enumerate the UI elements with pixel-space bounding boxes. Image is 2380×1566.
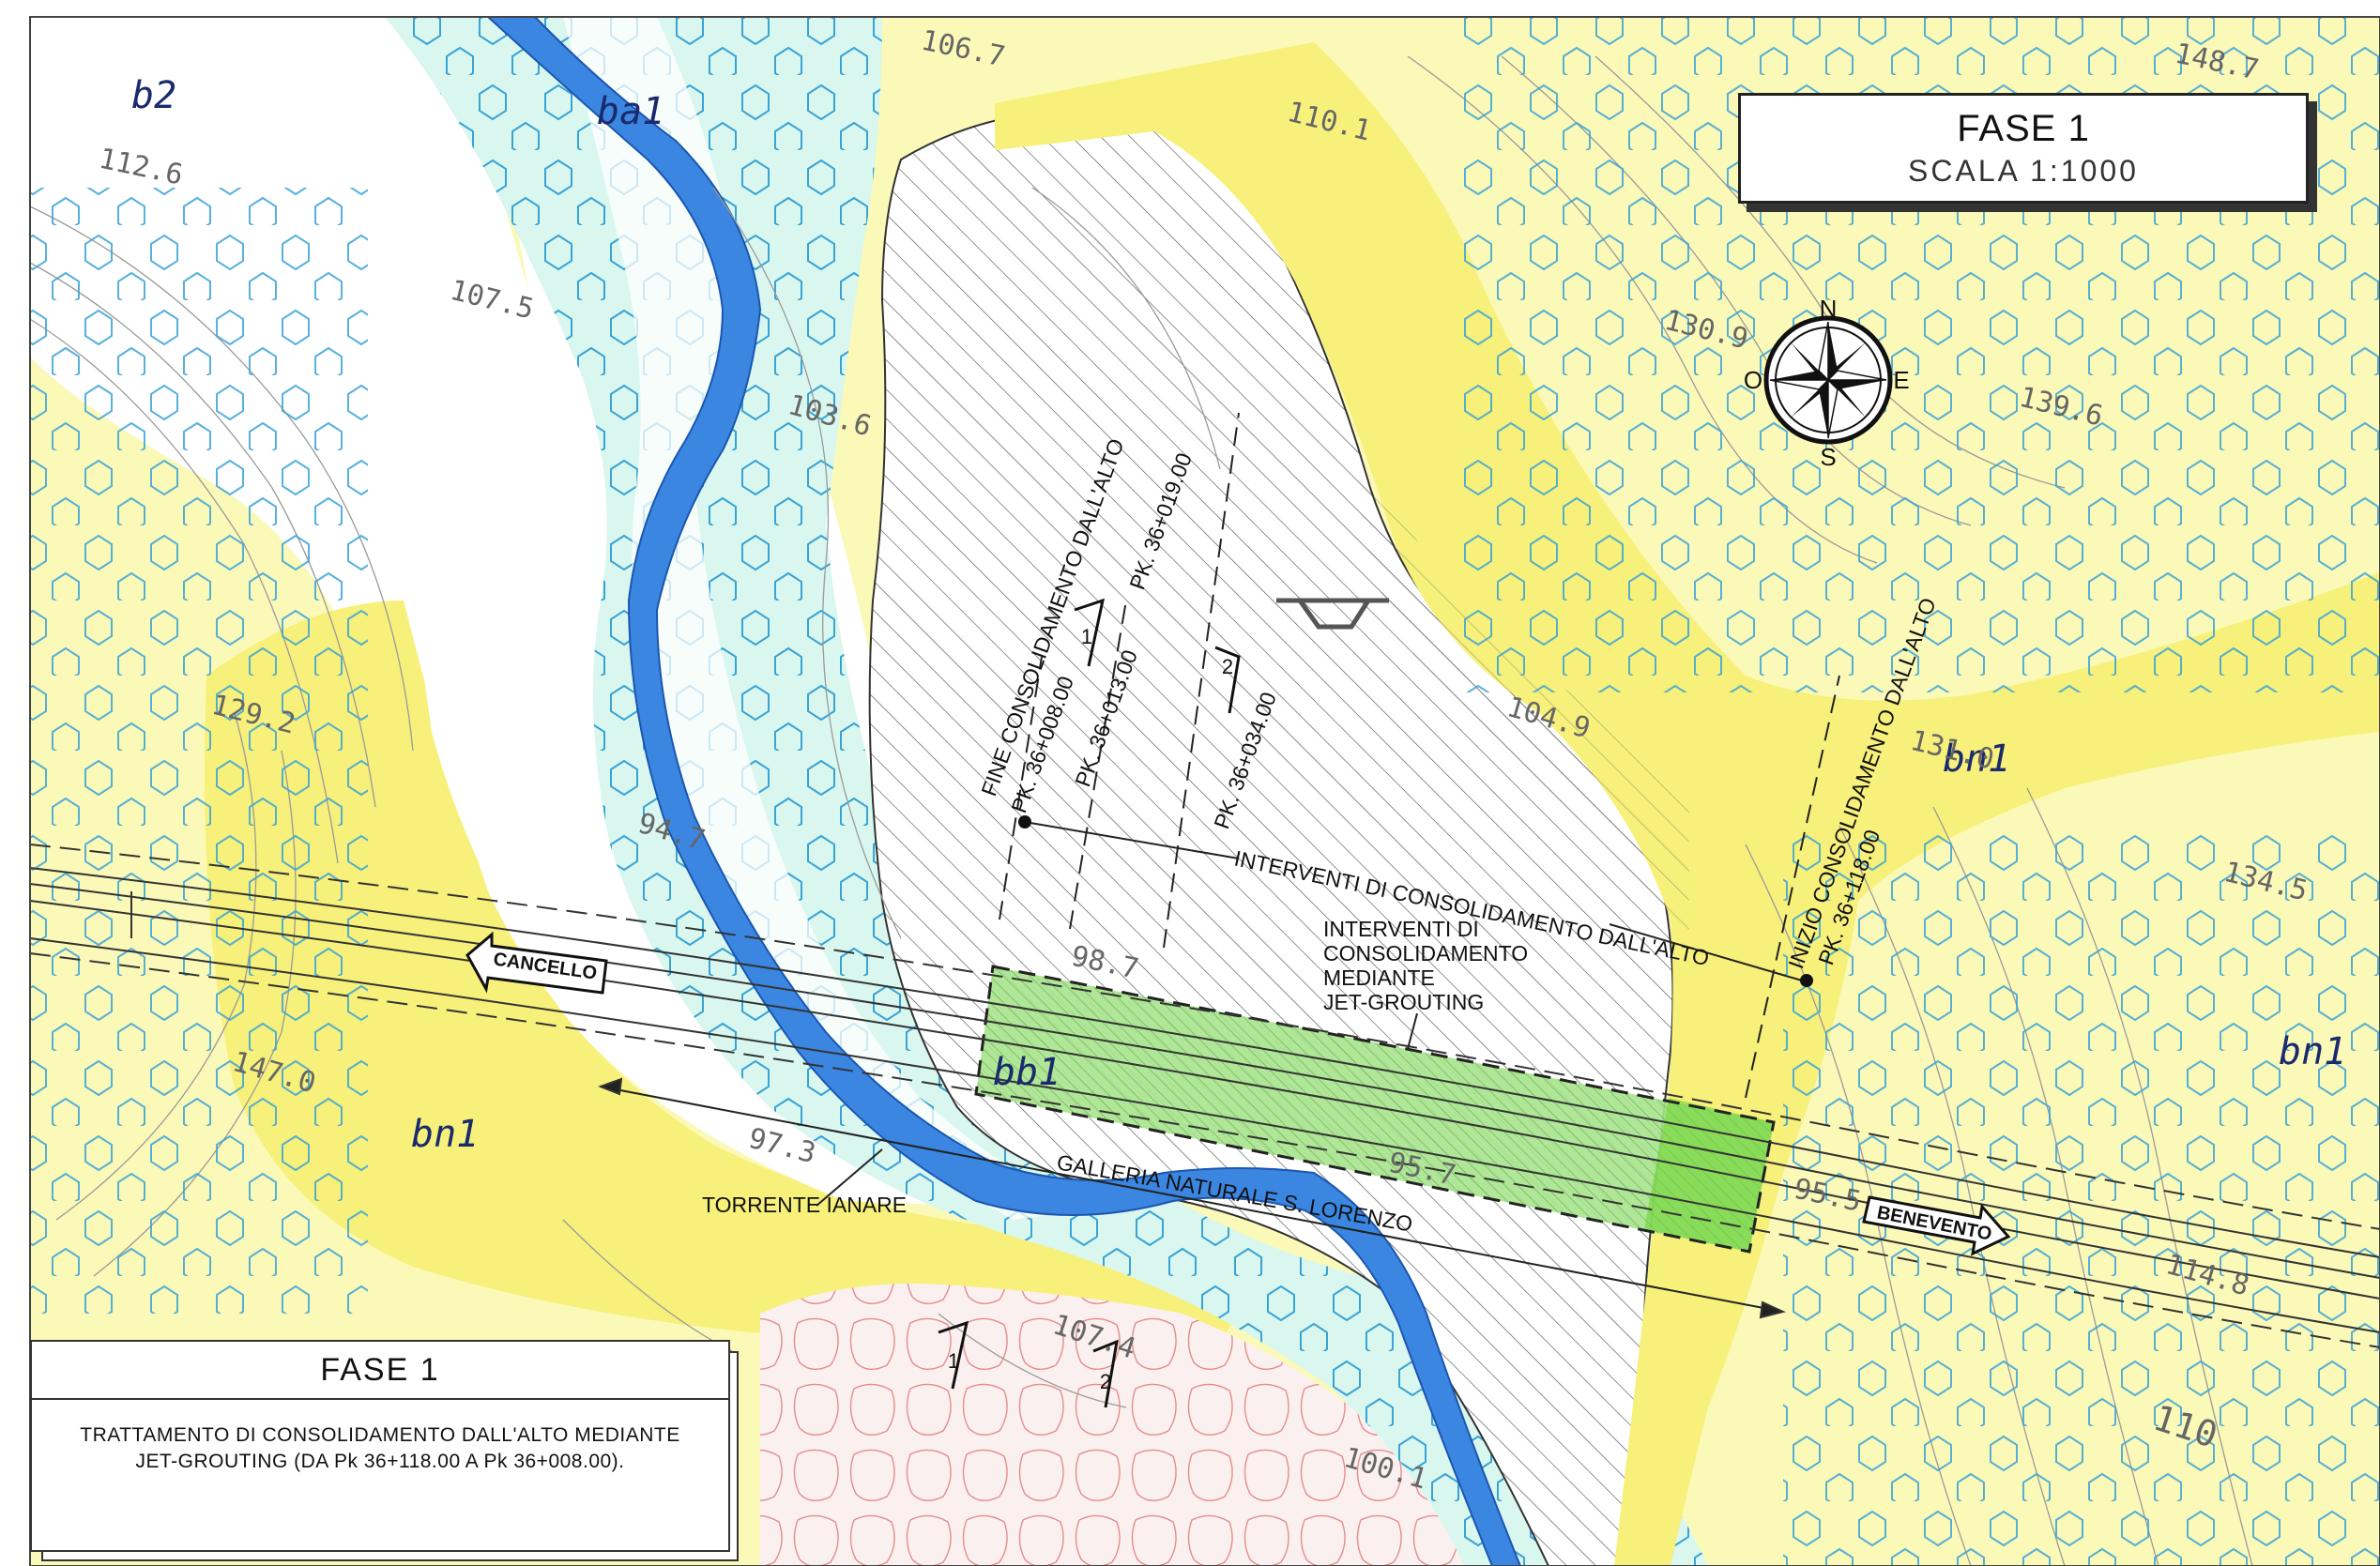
- compass-o-label: O: [1744, 366, 1762, 394]
- compass-e-label: E: [1893, 366, 1909, 394]
- title-phase: FASE 1: [1957, 108, 2090, 149]
- section-markers: [938, 598, 1241, 1408]
- legend-description: TRATTAMENTO DI CONSOLIDAMENTO DALL'ALTO …: [32, 1400, 728, 1475]
- legend-heading: FASE 1: [32, 1342, 728, 1400]
- hex-pattern-left: [30, 188, 368, 1314]
- jet-grouting-line4: JET-GROUTING: [1323, 990, 1484, 1014]
- leader-lines: [816, 412, 1840, 1207]
- jet-grouting-line3: MEDIANTE: [1323, 965, 1435, 990]
- jet-grouting-line1: INTERVENTI DI: [1323, 917, 1479, 941]
- zone-bb1: bb1: [993, 1051, 1060, 1094]
- zone-labels: b2 ba1 bb1 bn1 bn1 bn1: [131, 74, 2346, 1156]
- cancello-direction-arrow: CANCELLO: [465, 931, 608, 995]
- compass-rose-icon: [1763, 315, 1893, 445]
- compass-s-label: S: [1820, 443, 1836, 471]
- hex-pattern-lower-right: [1783, 826, 2380, 1566]
- bn1-zone-left: [205, 601, 1276, 1342]
- jet-grouting-line2: CONSOLIDAMENTO: [1323, 941, 1528, 965]
- zone-bn1-right: bn1: [2279, 1030, 2346, 1073]
- tunnel-alignment: [29, 844, 2380, 1348]
- section-1-label-top: 1: [1081, 625, 1092, 648]
- section-2-label-top: 2: [1222, 655, 1233, 678]
- title-scale: SCALA 1:1000: [1908, 154, 2139, 188]
- zone-b2: b2: [131, 74, 176, 117]
- title-block: FASE 1 SCALA 1:1000: [1738, 93, 2309, 204]
- zone-bn1-left: bn1: [411, 1113, 479, 1156]
- legend-line-1: TRATTAMENTO DI CONSOLIDAMENTO DALL'ALTO …: [80, 1424, 680, 1446]
- bn1-zone-central: [995, 42, 2380, 1566]
- legend-box: FASE 1 TRATTAMENTO DI CONSOLIDAMENTO DAL…: [30, 1340, 730, 1552]
- zone-bn1-mid: bn1: [1943, 737, 2010, 781]
- road-section-icon: [1276, 598, 1389, 630]
- zone-ba1: ba1: [597, 90, 664, 133]
- torrente-label: TORRENTE IANARE: [702, 1193, 907, 1217]
- section-2-label-bottom: 2: [1100, 1370, 1111, 1393]
- hatched-zone: [868, 110, 1674, 1566]
- compass-n-label: N: [1820, 295, 1838, 323]
- section-1-label-bottom: 1: [948, 1349, 959, 1373]
- legend-line-2: JET-GROUTING (DA Pk 36+118.00 A Pk 36+00…: [135, 1451, 625, 1472]
